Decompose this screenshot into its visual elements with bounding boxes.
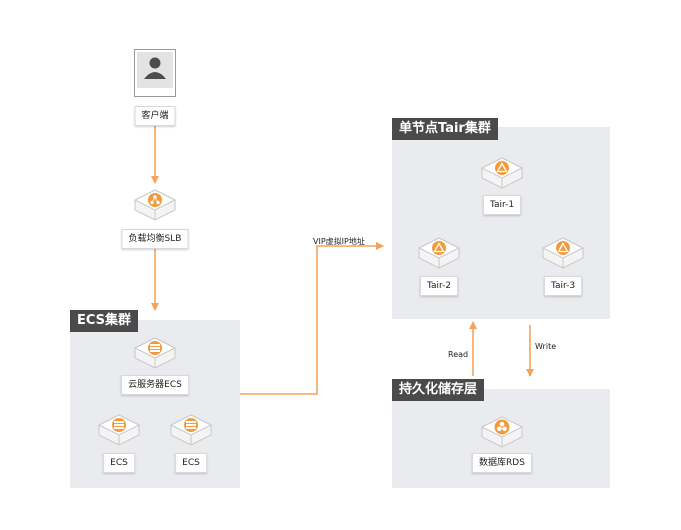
ecs-server-icon [97,414,141,446]
cloud-server-label: 云服务器ECS [121,375,189,395]
slb-label: 负载均衡SLB [121,229,189,249]
write-edge-label: Write [535,342,557,351]
ecs-label-left: ECS [103,453,135,473]
tair-2-label: Tair-2 [419,276,459,296]
tair-node-icon [417,237,461,269]
slb-node-icon [133,189,177,221]
client-user-icon [134,49,176,97]
rds-database-icon [480,416,524,448]
ecs-to-tair-arrow [240,242,384,395]
vip-edge-label: VIP虚拟IP地址 [313,237,365,246]
cloud-server-icon [133,337,177,369]
tair-1-label: Tair-1 [482,195,522,215]
storage-title: 持久化储存层 [392,379,485,401]
ecs-cluster-title: ECS集群 [70,310,139,332]
tair-node-icon [541,237,585,269]
read-edge-label: Read [448,350,469,359]
ecs-server-icon [169,414,213,446]
rds-label: 数据库RDS [472,453,532,473]
ecs-label-right: ECS [175,453,207,473]
tair-cluster-title: 单节点Tair集群 [392,118,498,140]
tair-node-icon [480,157,524,189]
tair-3-label: Tair-3 [543,276,583,296]
client-label: 客户端 [134,106,176,126]
